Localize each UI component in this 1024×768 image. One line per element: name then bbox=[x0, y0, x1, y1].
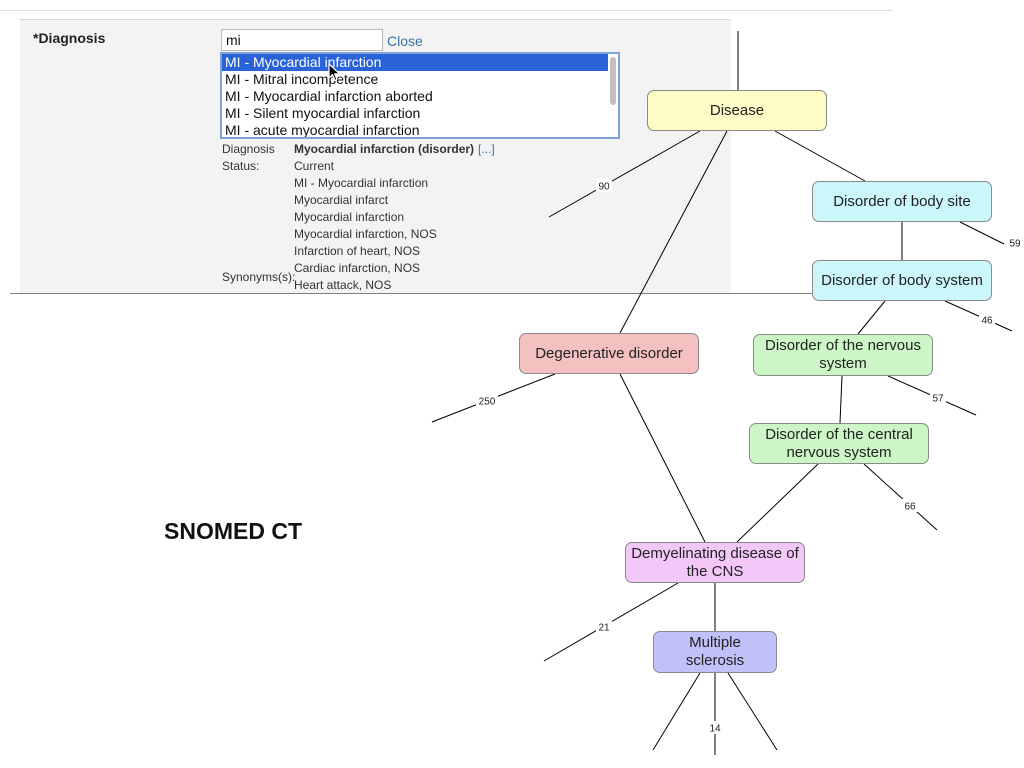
edge-body-system-to-nervous bbox=[857, 300, 886, 335]
edge-disease-to-degenerative bbox=[619, 130, 728, 334]
node-central-nervous[interactable]: Disorder of the central nervous system bbox=[749, 423, 929, 464]
count-label-bg bbox=[902, 499, 918, 512]
count-label-bg bbox=[596, 620, 612, 633]
child-count-label: 46 bbox=[981, 316, 993, 327]
diagnosis-field-label: *Diagnosis bbox=[33, 30, 106, 46]
snomed-ct-label: SNOMED CT bbox=[164, 518, 302, 544]
child-count-label: 90 bbox=[598, 182, 610, 193]
count-label-bg bbox=[596, 179, 612, 192]
edge-central-nervous-to-demyelinating bbox=[736, 463, 819, 543]
node-label: Disorder of the central nervous system bbox=[765, 425, 913, 461]
stub-edge-central-nervous bbox=[863, 463, 938, 531]
top-divider bbox=[0, 10, 893, 11]
node-label: Disorder of body system bbox=[821, 271, 983, 289]
count-label-bg bbox=[930, 391, 946, 404]
suggestion-list[interactable]: MI - Myocardial infarction MI - Mitral i… bbox=[220, 52, 620, 139]
node-body-site[interactable]: Disorder of body site bbox=[812, 181, 992, 222]
suggestion-item[interactable]: MI - Mitral incompetence bbox=[225, 71, 379, 87]
node-label: Disorder of the nervous system bbox=[765, 337, 921, 372]
edge-disease-to-body-site bbox=[774, 130, 866, 182]
node-degenerative[interactable]: Degenerative disorder bbox=[519, 333, 699, 374]
node-demyelinating[interactable]: Demyelinating disease of the CNS bbox=[625, 542, 805, 583]
edge-nervous-to-central-nervous bbox=[839, 375, 843, 424]
node-label: Multiple sclerosis bbox=[685, 634, 745, 669]
synonyms-label: Synonyms(s): bbox=[222, 270, 296, 284]
edge-degenerative-to-demyelinating bbox=[619, 373, 706, 543]
node-label: Demyelinating disease of the CNS bbox=[631, 544, 799, 580]
count-label-bg bbox=[707, 721, 723, 734]
child-count-label: 21 bbox=[598, 623, 610, 634]
node-nervous[interactable]: Disorder of the nervous system bbox=[753, 334, 933, 376]
diagnosis-detail-name: Myocardial infarction (disorder) bbox=[294, 142, 475, 156]
status-value: Current bbox=[294, 159, 335, 173]
diagnosis-detail-value: Myocardial infarction (disorder)[...] bbox=[294, 142, 495, 156]
synonym-item: Infarction of heart, NOS bbox=[294, 244, 421, 258]
child-count-label: 250 bbox=[479, 397, 496, 408]
count-label-bg bbox=[476, 394, 498, 407]
synonym-item: Cardiac infarction, NOS bbox=[294, 261, 421, 275]
diagnosis-detail-label: Diagnosis bbox=[222, 142, 275, 156]
synonym-item: Myocardial infarction bbox=[294, 210, 405, 224]
panel-bottom-divider bbox=[10, 293, 840, 294]
suggestion-scrollbar[interactable] bbox=[610, 57, 616, 105]
synonym-item: Heart attack, NOS bbox=[294, 278, 392, 292]
node-body-system[interactable]: Disorder of body system bbox=[812, 260, 992, 301]
stub-edge-body-system bbox=[944, 300, 1013, 332]
diagnosis-search-input[interactable] bbox=[221, 29, 383, 51]
node-label: Disorder of body site bbox=[833, 192, 971, 210]
stub-edge-body-site bbox=[959, 221, 1005, 245]
node-ms[interactable]: Multiple sclerosis bbox=[653, 631, 777, 673]
suggestion-item[interactable]: MI - Myocardial infarction aborted bbox=[225, 88, 433, 104]
stub-edge-disease bbox=[548, 130, 701, 218]
status-label: Status: bbox=[222, 159, 260, 173]
more-details-link[interactable]: [...] bbox=[478, 142, 495, 156]
stub-edge-ms bbox=[727, 672, 778, 751]
count-label-bg bbox=[1007, 236, 1023, 249]
synonym-item: Myocardial infarct bbox=[294, 193, 389, 207]
child-count-label: 14 bbox=[709, 724, 721, 735]
child-count-label: 66 bbox=[904, 502, 916, 513]
close-link[interactable]: Close bbox=[387, 33, 423, 49]
child-count-label: 57 bbox=[932, 394, 944, 405]
suggestion-item[interactable]: MI - acute myocardial infarction bbox=[225, 122, 420, 138]
suggestion-item[interactable]: MI - Silent myocardial infarction bbox=[225, 105, 421, 121]
stub-edge-ms bbox=[652, 672, 701, 751]
node-label: Disease bbox=[709, 101, 765, 119]
count-label-bg bbox=[979, 313, 995, 326]
suggestion-item[interactable]: MI - Myocardial infarction bbox=[222, 54, 608, 71]
child-count-label: 59 bbox=[1009, 239, 1021, 250]
node-disease[interactable]: Disease bbox=[647, 90, 827, 131]
synonym-item: Myocardial infarction, NOS bbox=[294, 227, 437, 241]
synonym-item: MI - Myocardial infarction bbox=[294, 176, 429, 190]
mouse-pointer-icon bbox=[328, 63, 341, 82]
node-label: Degenerative disorder bbox=[535, 344, 683, 362]
